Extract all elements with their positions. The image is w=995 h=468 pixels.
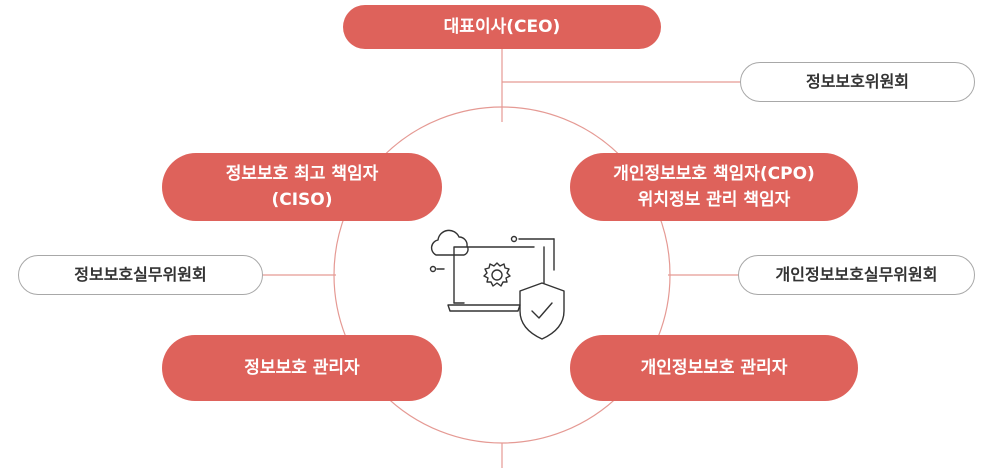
committee-node: 정보보호위원회: [740, 62, 975, 102]
cpo-label-line1: 개인정보보호 책임자(CPO): [613, 164, 815, 184]
cloud-laptop-gear-shield-icon: [429, 229, 565, 340]
ceo-node: 대표이사(CEO): [343, 5, 661, 49]
privacy-manager-node: 개인정보보호 관리자: [570, 335, 858, 401]
security-manager-label: 정보보호 관리자: [244, 358, 360, 378]
ciso-label-line1: 정보보호 최고 책임자: [225, 164, 379, 184]
ceo-label: 대표이사(CEO): [443, 17, 561, 37]
security-manager-node: 정보보호 관리자: [162, 335, 442, 401]
privacy-working-committee-node: 개인정보보호실무위원회: [738, 255, 975, 295]
cpo-label-line2: 위치정보 관리 책임자: [637, 190, 791, 210]
privacy-working-committee-label: 개인정보보호실무위원회: [775, 265, 938, 284]
ciso-label-line2: (CISO): [271, 190, 333, 210]
ciso-node: 정보보호 최고 책임자 (CISO): [162, 153, 442, 221]
committee-label: 정보보호위원회: [805, 72, 910, 91]
working-committee-node: 정보보호실무위원회: [18, 255, 263, 295]
privacy-manager-label: 개인정보보호 관리자: [640, 358, 788, 378]
cpo-node: 개인정보보호 책임자(CPO) 위치정보 관리 책임자: [570, 153, 858, 221]
working-committee-label: 정보보호실무위원회: [74, 265, 207, 284]
